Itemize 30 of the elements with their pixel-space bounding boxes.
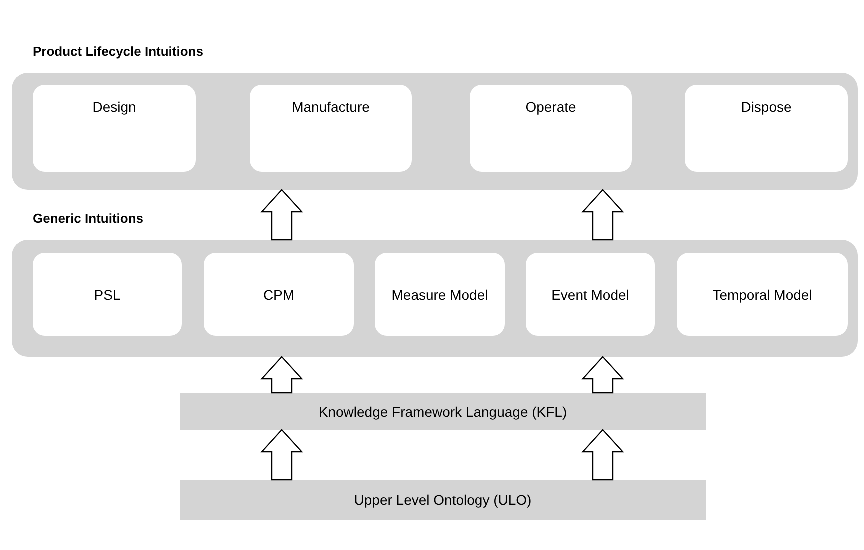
concept-box [685,85,848,172]
concept-box [677,253,848,336]
node-label: Manufacture [291,98,371,116]
node-label: Event Model [550,286,630,304]
node-label: Upper Level Ontology (ULO) [353,491,533,509]
node-label: Measure Model [390,286,490,304]
concept-box [204,253,354,336]
concept-box [526,253,655,336]
concept-box [470,85,632,172]
node-label: PSL [93,286,122,304]
layer-bar [180,480,706,520]
group-heading: Product Lifecycle Intuitions [33,43,204,61]
block-arrow [260,189,304,241]
node-label: Temporal Model [712,286,814,304]
concept-box [250,85,412,172]
block-arrow [260,356,304,394]
node-label: Dispose [740,98,793,116]
block-arrow [582,356,624,394]
layer-bar [180,393,706,430]
node-label: Operate [524,98,578,116]
node-label: Knowledge Framework Language (KFL) [318,402,568,420]
concept-box [33,253,182,336]
concept-box [33,85,196,172]
concept-box [375,253,505,336]
node-label: CPM [262,286,296,304]
block-arrow [582,429,624,481]
group-heading: Generic Intuitions [33,210,144,228]
block-arrow [260,429,304,481]
block-arrow [582,189,624,241]
node-label: Design [92,98,138,116]
